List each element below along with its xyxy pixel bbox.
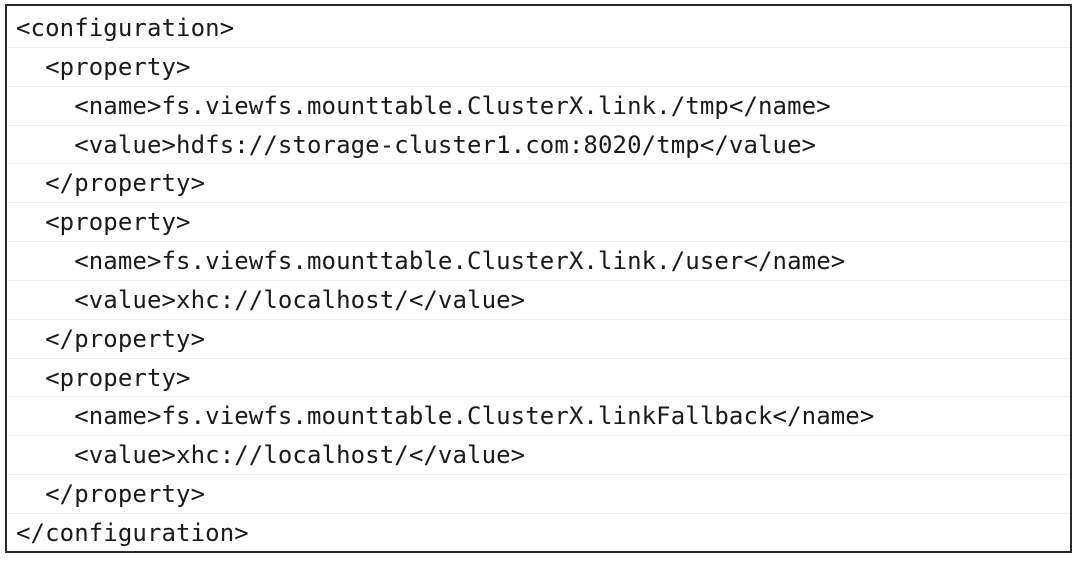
code-line-property2-open: <property> <box>7 203 1070 242</box>
code-line-property1-name: <name>fs.viewfs.mounttable.ClusterX.link… <box>7 87 1070 126</box>
code-line-property3-close: </property> <box>7 475 1070 514</box>
code-line-property2-value: <value>xhc://localhost/</value> <box>7 281 1070 320</box>
code-line-configuration-open: <configuration> <box>7 9 1070 48</box>
code-line-configuration-close: </configuration> <box>16 518 249 547</box>
config-xml-code-frame: <configuration> <property> <name>fs.view… <box>5 4 1072 553</box>
code-line-property3-name: <name>fs.viewfs.mounttable.ClusterX.link… <box>7 397 1070 436</box>
config-xml-code-block: <configuration> <property> <name>fs.view… <box>16 9 1070 551</box>
code-line-property2-name: <name>fs.viewfs.mounttable.ClusterX.link… <box>7 242 1070 281</box>
code-line-property3-value: <value>xhc://localhost/</value> <box>7 436 1070 475</box>
code-line-property3-open: <property> <box>7 359 1070 398</box>
code-line-property1-value: <value>hdfs://storage-cluster1.com:8020/… <box>7 126 1070 165</box>
code-line-property1-close: </property> <box>7 164 1070 203</box>
code-line-property2-close: </property> <box>7 320 1070 359</box>
code-line-property1-open: <property> <box>7 48 1070 87</box>
